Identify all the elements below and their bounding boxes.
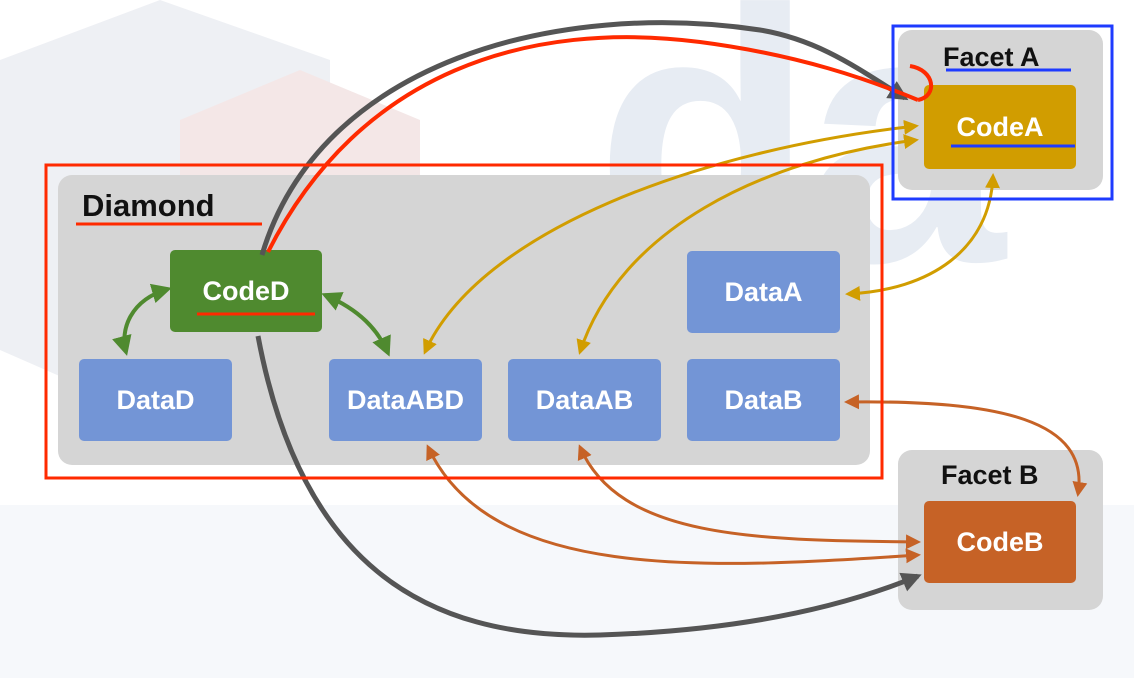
facet-a-title: Facet A <box>943 42 1040 72</box>
arrow-codeb-datab <box>844 394 1088 497</box>
arrow-codeb-dataabd <box>426 444 921 565</box>
diamond-title: Diamond <box>82 188 215 223</box>
arrow-codea-dataab <box>576 134 919 355</box>
arrow-coded-datad <box>112 283 172 356</box>
diamond-highlight-box <box>44 163 884 480</box>
code-a-node[interactable]: CodeA <box>924 85 1076 169</box>
arrow-coded-codea-red <box>266 35 919 253</box>
red-hook <box>909 64 934 102</box>
data-abd-node[interactable]: DataABD <box>329 359 482 441</box>
code-d-node[interactable]: CodeD <box>170 250 322 332</box>
arrow-codea-dataabd <box>423 119 919 355</box>
arrow-coded-codea-gray <box>259 20 909 256</box>
data-b-node[interactable]: DataB <box>687 359 840 441</box>
arrow-codea-dataa <box>845 173 1000 301</box>
data-ab-node[interactable]: DataAB <box>508 359 661 441</box>
arrow-coded-dataabd <box>321 292 391 357</box>
data-d-node[interactable]: DataD <box>79 359 232 441</box>
arrow-coded-codeb-gray <box>255 335 922 638</box>
arrow-codeb-dataab <box>577 444 921 550</box>
facet-a-highlight-box <box>891 24 1114 201</box>
code-b-node[interactable]: CodeB <box>924 501 1076 583</box>
